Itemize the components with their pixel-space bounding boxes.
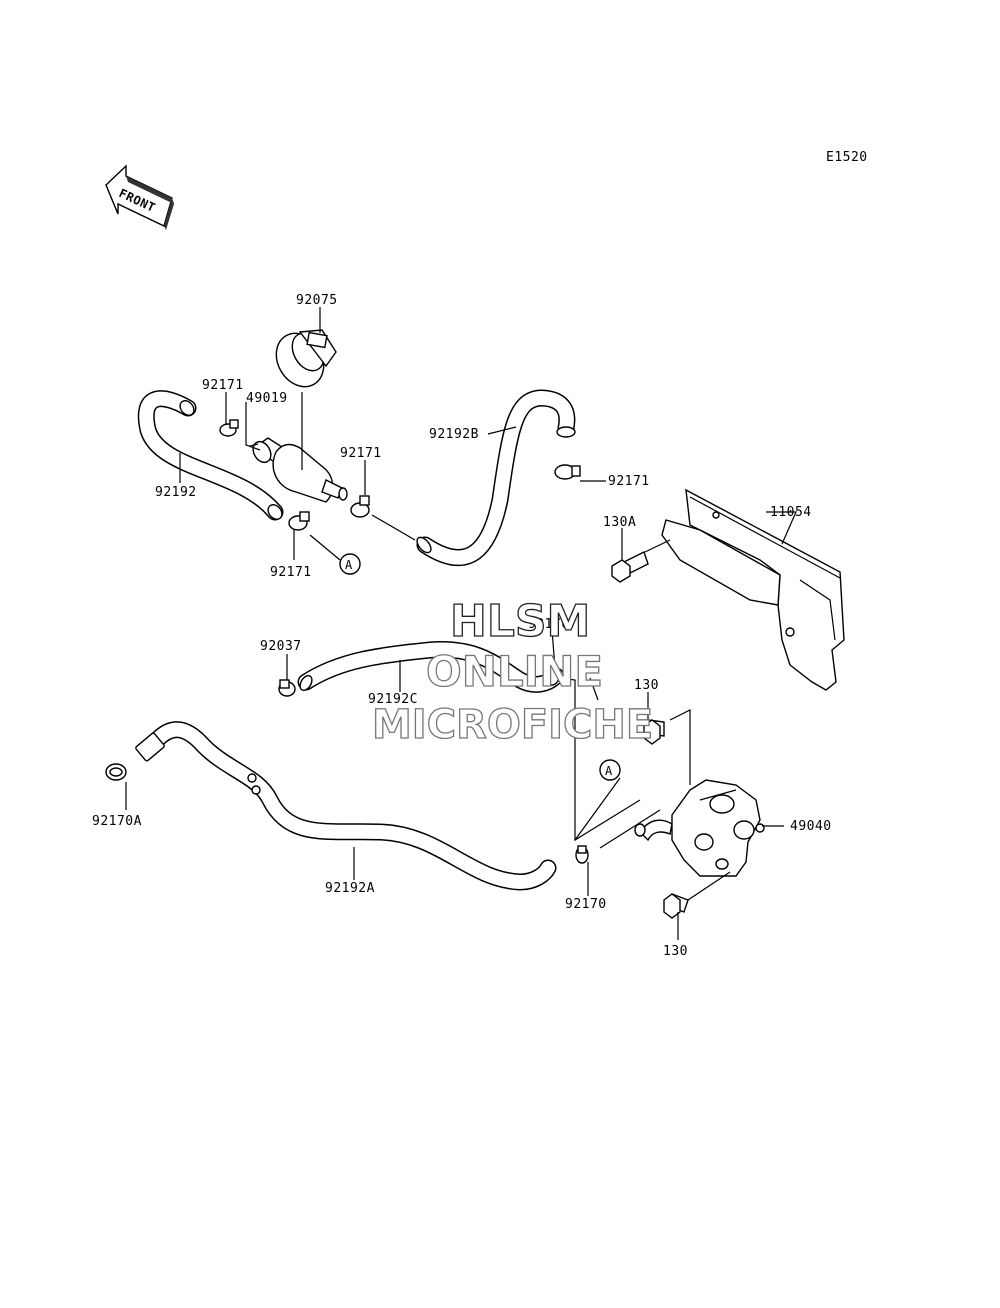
label-92192c: 92192C [368,692,418,707]
hose-92192b [416,389,576,566]
part-labels: 92075 92171 49019 92192 92171 92171 9219… [92,293,832,959]
watermark-microfiche: MICROFICHE [372,702,653,748]
hose-92192c [297,641,565,693]
hose-92192a [135,721,557,891]
watermark-hlsm: HLSM [450,596,590,647]
label-92170a: 92170A [92,814,142,829]
clamp-92170a [105,763,127,781]
clamp-92171-upper [219,419,239,437]
watermark: HLSM ONLINE MICROFICHE [371,595,654,748]
label-92192a: 92192A [325,881,375,896]
svg-text:A: A [605,764,613,778]
label-11054: 11054 [770,505,812,520]
marker-a-lower: A [599,759,621,781]
clamp-92171-right [554,464,581,480]
marker-a-upper: A [339,553,361,575]
bolt-130-bottom [663,893,689,919]
clamp-92170-top [544,666,560,686]
label-49019: 49019 [246,391,288,406]
fuel-pump-49040 [634,779,765,877]
clamp-92171-lower [288,511,310,531]
diagram-code: E1520 [826,150,868,165]
hose-92192 [137,390,284,521]
filter-holder-92075 [275,329,337,388]
clamp-92170-bottom [575,845,589,864]
label-49040: 49040 [790,819,832,834]
bolt-130-top [643,719,665,745]
fuel-filter-49019 [249,437,348,503]
front-arrow-icon: FRONT [105,164,174,230]
label-92170-top: 92170 [528,617,570,632]
label-92171-b: 92171 [340,446,382,461]
label-92037: 92037 [260,639,302,654]
label-130a: 130A [603,515,636,530]
label-92171-a: 92171 [202,378,244,393]
label-130-top: 130 [634,678,659,693]
clamp-92037 [278,679,296,697]
bolt-130a [611,551,649,583]
watermark-online: ONLINE [426,647,603,696]
clamp-92171-mid [350,495,370,518]
leader-lines [125,307,797,940]
label-92170-bottom: 92170 [565,897,607,912]
label-130-bottom: 130 [663,944,688,959]
label-92192b: 92192B [429,427,479,442]
label-92171-c: 92171 [270,565,312,580]
label-92192: 92192 [155,485,197,500]
label-92171-d: 92171 [608,474,650,489]
svg-text:A: A [345,558,353,572]
heat-shield-11054 [661,488,845,691]
label-92075: 92075 [296,293,338,308]
